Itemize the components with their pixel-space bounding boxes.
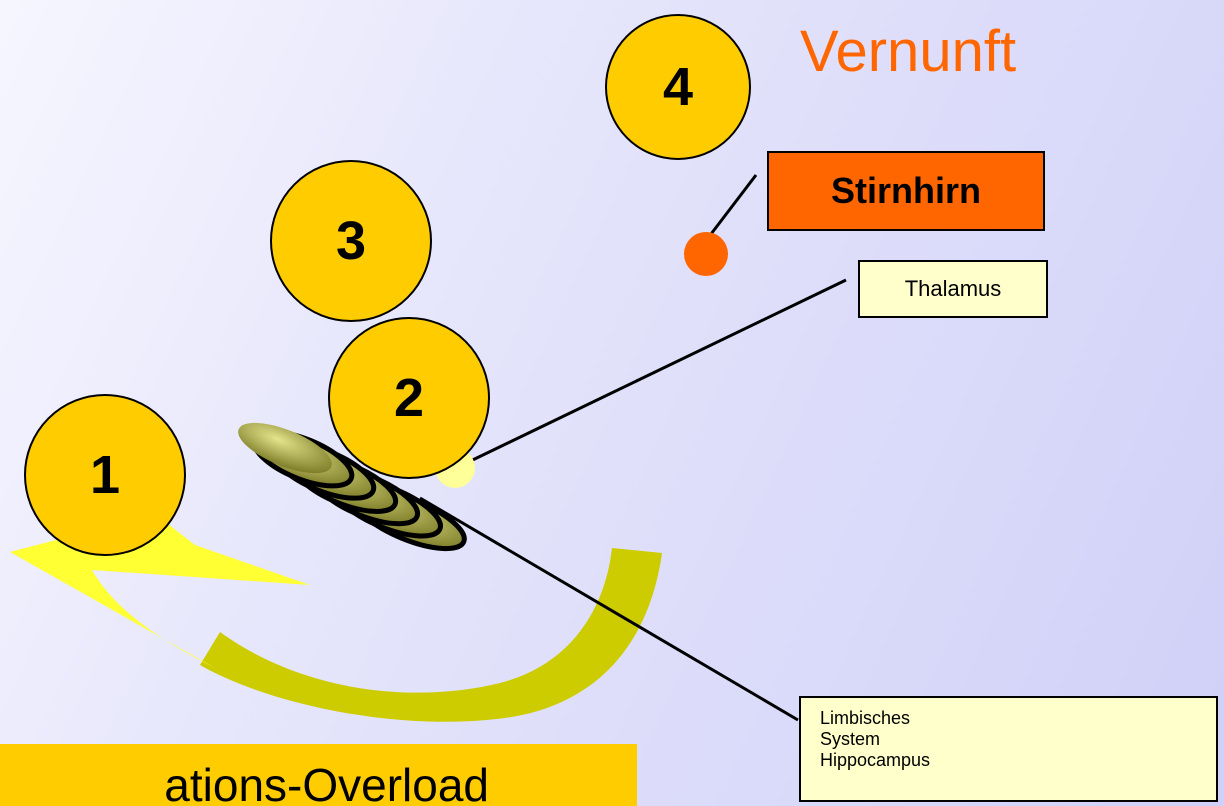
stirnhirn-label: Stirnhirn <box>767 151 1045 231</box>
level-number-3: 3 <box>336 210 366 272</box>
overload-banner: ations-Overload <box>0 744 637 806</box>
overload-text: ations-Overload <box>164 758 489 806</box>
limbic-system-label: Limbisches System Hippocampus <box>799 696 1218 802</box>
thalamus-connector <box>456 280 846 468</box>
thalamus-label: Thalamus <box>858 260 1048 318</box>
level-number-4: 4 <box>663 56 693 118</box>
limbic-line-2: System <box>820 729 1216 750</box>
limbic-connector <box>420 498 798 720</box>
diagram-title: Vernunft <box>800 18 1016 85</box>
stirnhirn-connector <box>708 175 756 238</box>
level-circle-2: 2 <box>328 317 490 479</box>
stirnhirn-dot <box>684 232 728 276</box>
level-number-2: 2 <box>394 367 424 429</box>
level-circle-4: 4 <box>605 14 751 160</box>
level-circle-3: 3 <box>270 160 432 322</box>
level-number-1: 1 <box>90 444 120 506</box>
level-circle-1: 1 <box>24 394 186 556</box>
limbic-line-1: Limbisches <box>820 708 1216 729</box>
limbic-line-3: Hippocampus <box>820 750 1216 771</box>
